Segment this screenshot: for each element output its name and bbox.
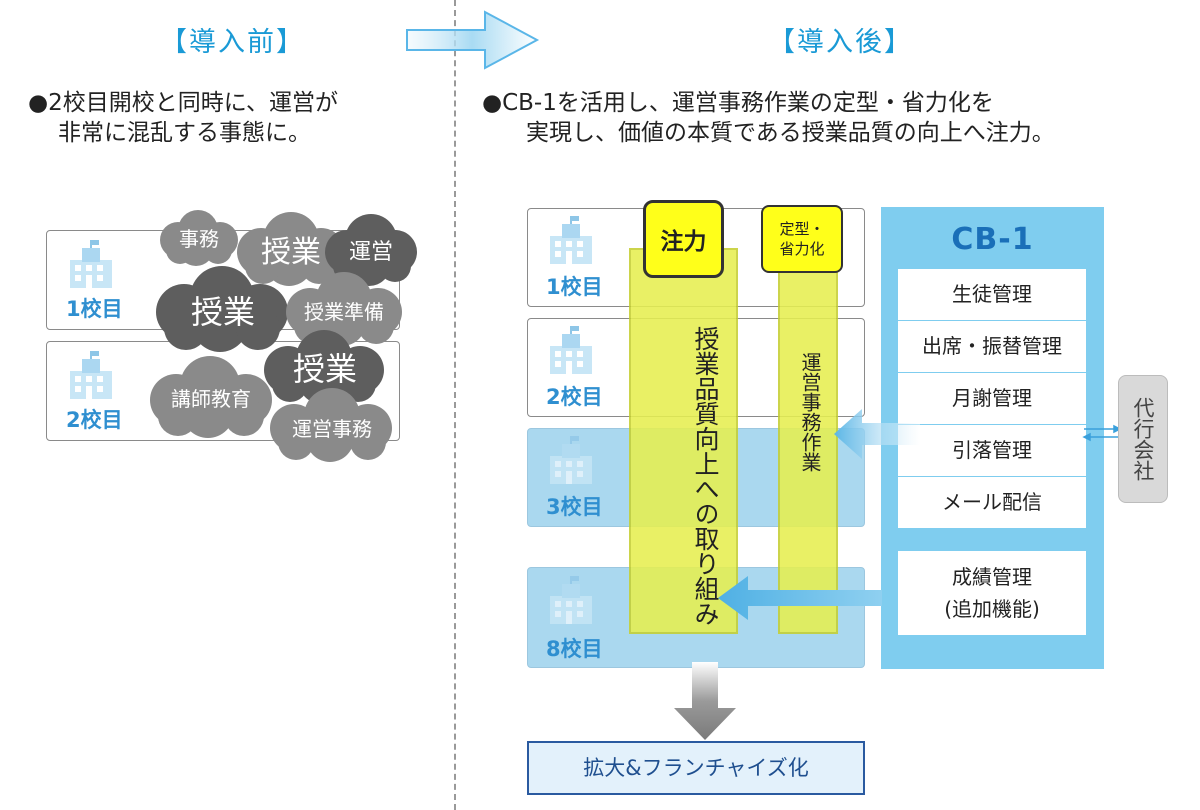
cb1-extra-line1: 成績管理 bbox=[952, 565, 1032, 589]
efficiency-column-text: 運営事務作業 bbox=[798, 352, 822, 472]
efficiency-column bbox=[778, 248, 838, 634]
cloud-jugyo-1: 授業 bbox=[233, 210, 349, 288]
cloud-text: 運営 bbox=[348, 240, 393, 265]
cloud-jugyo-junbi: 授業準備 bbox=[282, 272, 406, 348]
cloud-icon bbox=[264, 330, 384, 404]
before-bullet-line2: 非常に混乱する事態に。 bbox=[58, 120, 311, 146]
after-heading: 【導入後】 bbox=[768, 27, 913, 58]
cloud-text: 授業 bbox=[292, 350, 357, 388]
before-bullet-line1: ●2校目開校と同時に、運営が bbox=[28, 90, 339, 116]
efficiency-tag-line2: 省力化 bbox=[779, 240, 825, 258]
after-school-label-3: 3校目 bbox=[546, 495, 603, 519]
cb1-feature-item: 生徒管理 bbox=[898, 269, 1086, 321]
school-building-icon bbox=[550, 326, 592, 374]
cloud-text: 授業準備 bbox=[304, 299, 384, 324]
before-school-label-2: 2校目 bbox=[66, 408, 123, 432]
cloud-icon bbox=[325, 214, 417, 286]
school-building-icon bbox=[550, 436, 592, 484]
efficiency-tag-line1: 定型・ bbox=[779, 220, 825, 238]
cb1-feature-item: 引落管理 bbox=[898, 425, 1086, 477]
cloud-icon bbox=[270, 388, 392, 462]
cloud-jugyo-2: 授業 bbox=[150, 266, 296, 354]
after-school-label-1: 1校目 bbox=[546, 275, 603, 299]
school-building-icon bbox=[550, 216, 592, 264]
data-exchange-arrows-icon bbox=[1082, 424, 1122, 442]
efficiency-tag: 定型・ 省力化 bbox=[761, 205, 843, 273]
section-divider bbox=[454, 0, 456, 810]
cloud-unei: 運営 bbox=[323, 212, 419, 288]
cb1-title: CB-1 bbox=[951, 222, 1034, 257]
cb1-feature-item: メール配信 bbox=[942, 490, 1042, 514]
cb1-feature-list: 生徒管理 出席・振替管理 月謝管理 引落管理 メール配信 bbox=[898, 269, 1086, 528]
grades-to-focus-arrow-icon bbox=[718, 576, 882, 620]
cloud-text: 事務 bbox=[179, 226, 219, 251]
after-bullet-line1: ●CB-1を活用し、運営事務作業の定型・省力化を bbox=[482, 90, 994, 116]
cloud-text: 運営事務 bbox=[292, 416, 372, 441]
cloud-unei-jimu: 運営事務 bbox=[264, 388, 400, 466]
after-school-label-2: 2校目 bbox=[546, 385, 603, 409]
focus-column-text: 授業品質向上への取り組み bbox=[691, 326, 720, 626]
cloud-text: 授業 bbox=[190, 293, 255, 331]
cb1-extra-line2: (追加機能) bbox=[944, 597, 1040, 621]
cloud-icon bbox=[156, 266, 288, 352]
expansion-down-arrow-icon bbox=[674, 662, 736, 740]
cloud-icon bbox=[237, 212, 345, 286]
cloud-text: 授業 bbox=[261, 235, 321, 270]
cloud-icon bbox=[150, 356, 272, 438]
cb1-feature-item: 月謝管理 bbox=[898, 373, 1086, 425]
before-school-label-1: 1校目 bbox=[66, 297, 123, 321]
cb1-feature-item: 出席・振替管理 bbox=[898, 321, 1086, 373]
school-building-icon bbox=[550, 576, 592, 624]
before-heading: 【導入前】 bbox=[160, 27, 305, 58]
school-building-icon bbox=[70, 351, 112, 399]
agency-box: 代行会社 bbox=[1118, 375, 1168, 503]
cb1-extra-feature: 成績管理 (追加機能) bbox=[898, 551, 1086, 635]
expansion-result-box: 拡大&フランチャイズ化 bbox=[527, 741, 865, 795]
cb1-to-operations-arrow-icon bbox=[834, 409, 920, 459]
cloud-jimu: 事務 bbox=[156, 206, 242, 268]
transition-arrow-icon bbox=[406, 10, 540, 70]
cloud-koshi-kyoiku: 講師教育 bbox=[146, 356, 276, 438]
school-building-icon bbox=[70, 240, 112, 288]
after-school-label-8: 8校目 bbox=[546, 637, 603, 661]
cloud-icon bbox=[160, 210, 238, 266]
focus-column bbox=[629, 248, 738, 634]
focus-tag: 注力 bbox=[643, 200, 724, 278]
cloud-icon bbox=[286, 272, 402, 346]
after-bullet-line2: 実現し、価値の本質である授業品質の向上へ注力。 bbox=[526, 120, 1055, 146]
cloud-text: 講師教育 bbox=[171, 386, 251, 411]
cloud-jugyo-3: 授業 bbox=[258, 328, 392, 406]
